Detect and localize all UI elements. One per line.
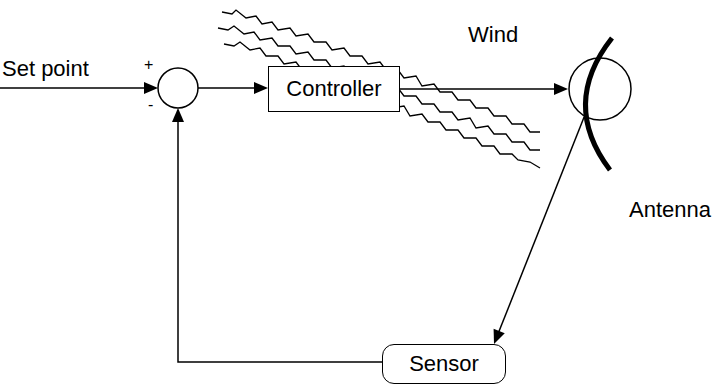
input-line: [0, 87, 152, 89]
controller-box: Controller: [268, 66, 400, 112]
antenna-circle: [568, 57, 632, 121]
arrowhead: [254, 82, 268, 94]
node-text: Controller: [286, 76, 381, 102]
feedback-line: [178, 116, 382, 362]
antenna-motor: Antenna: [568, 57, 632, 121]
signal-label: Set point: [2, 56, 89, 82]
signal-arrow: [400, 83, 568, 95]
disturbance-label: Wind: [468, 22, 518, 48]
signal-line: [198, 87, 260, 89]
node-label: Antenna: [629, 197, 711, 223]
node-text: Sensor: [409, 351, 479, 377]
summing-junction: [158, 68, 198, 108]
sign-label: +: [144, 56, 153, 74]
arrowhead: [172, 108, 184, 122]
arrowhead: [144, 82, 158, 94]
sensor-box: Sensor: [382, 344, 506, 384]
signal-arrow: [494, 117, 585, 344]
sign-label: -: [148, 96, 153, 114]
